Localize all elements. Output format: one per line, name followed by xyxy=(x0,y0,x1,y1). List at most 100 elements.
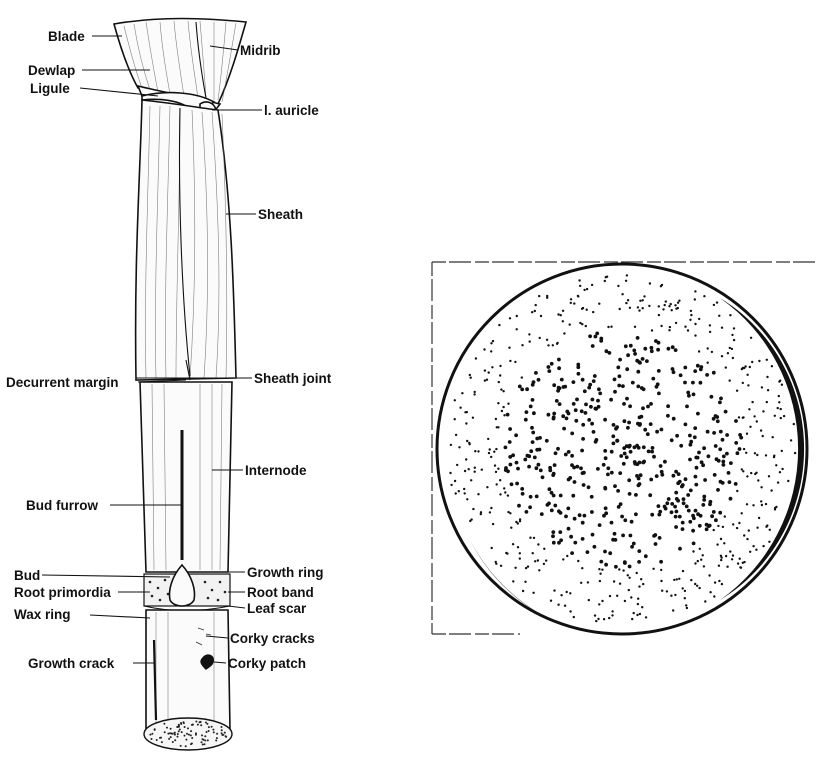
vascular-bundle-dot xyxy=(618,374,622,378)
vascular-bundle-dot xyxy=(739,558,741,560)
vascular-bundle-dot xyxy=(687,509,691,513)
vascular-bundle-dot xyxy=(671,309,673,311)
vascular-bundle-dot xyxy=(631,381,635,385)
cut-end-dot xyxy=(170,728,172,730)
vascular-bundle-dot xyxy=(748,408,750,410)
vascular-bundle-dot xyxy=(499,374,501,376)
vascular-bundle-dot xyxy=(540,512,544,516)
cut-end-dot xyxy=(166,727,168,729)
vascular-bundle-dot xyxy=(604,511,608,515)
vascular-bundle-dot xyxy=(603,486,607,490)
vascular-bundle-dot xyxy=(635,359,639,363)
vascular-bundle-dot xyxy=(694,509,698,513)
vascular-bundle-dot xyxy=(514,433,518,437)
vascular-bundle-dot xyxy=(588,334,592,338)
vascular-bundle-dot xyxy=(746,538,748,540)
vascular-bundle-dot xyxy=(583,289,585,291)
vascular-bundle-dot xyxy=(721,438,725,442)
vascular-bundle-dot xyxy=(642,307,644,309)
vascular-bundle-dot xyxy=(529,537,531,539)
vascular-bundle-dot xyxy=(674,525,678,529)
vascular-bundle-dot xyxy=(508,427,512,431)
label-wax-ring: Wax ring xyxy=(14,607,71,622)
vascular-bundle-dot xyxy=(573,480,577,484)
vascular-bundle-dot xyxy=(492,523,494,525)
vascular-bundle-dot xyxy=(599,580,601,582)
vascular-bundle-dot xyxy=(509,512,511,514)
vascular-bundle-dot xyxy=(455,434,457,436)
vascular-bundle-dot xyxy=(641,461,645,465)
vascular-bundle-dot xyxy=(561,414,565,418)
vascular-bundle-dot xyxy=(636,614,638,616)
vascular-bundle-dot xyxy=(621,534,625,538)
vascular-bundle-dot xyxy=(484,369,486,371)
vascular-bundle-dot xyxy=(775,506,777,508)
vascular-bundle-dot xyxy=(753,415,755,417)
vascular-bundle-dot xyxy=(654,542,658,546)
vascular-bundle-dot xyxy=(464,470,466,472)
vascular-bundle-dot xyxy=(613,580,615,582)
vascular-bundle-dot xyxy=(696,412,700,416)
vascular-bundle-dot xyxy=(566,591,568,593)
vascular-bundle-dot xyxy=(673,579,675,581)
vascular-bundle-dot xyxy=(622,446,626,450)
vascular-bundle-dot xyxy=(550,600,552,602)
vascular-bundle-dot xyxy=(604,456,608,460)
vascular-bundle-dot xyxy=(684,477,688,481)
vascular-bundle-dot xyxy=(489,448,491,450)
vascular-bundle-dot xyxy=(666,414,670,418)
vascular-bundle-dot xyxy=(665,501,669,505)
vascular-bundle-dot xyxy=(611,434,615,438)
vascular-bundle-dot xyxy=(474,467,476,469)
vascular-bundle-dot xyxy=(653,533,657,537)
vascular-bundle-dot xyxy=(632,349,636,353)
vascular-bundle-dot xyxy=(472,417,474,419)
vascular-bundle-dot xyxy=(474,450,476,452)
vascular-bundle-dot xyxy=(622,462,626,466)
cut-end-dot xyxy=(151,733,153,735)
vascular-bundle-dot xyxy=(504,468,508,472)
vascular-bundle-dot xyxy=(761,504,763,506)
vascular-bundle-dot xyxy=(651,446,655,450)
vascular-bundle-dot xyxy=(743,561,745,563)
vascular-bundle-dot xyxy=(642,583,644,585)
label-root-band: Root band xyxy=(247,585,314,600)
vascular-bundle-dot xyxy=(690,314,692,316)
vascular-bundle-dot xyxy=(648,305,650,307)
vascular-bundle-dot xyxy=(616,595,618,597)
vascular-bundle-dot xyxy=(752,545,754,547)
vascular-bundle-dot xyxy=(547,365,551,369)
vascular-bundle-dot xyxy=(683,366,687,370)
vascular-bundle-dot xyxy=(746,503,748,505)
cut-end-dot xyxy=(215,740,217,742)
vascular-bundle-dot xyxy=(728,480,732,484)
vascular-bundle-dot xyxy=(570,298,572,300)
vascular-bundle-dot xyxy=(726,566,728,568)
vascular-bundle-dot xyxy=(610,450,614,454)
vascular-bundle-dot xyxy=(780,408,782,410)
vascular-bundle-dot xyxy=(510,482,514,486)
vascular-bundle-dot xyxy=(642,445,646,449)
vascular-bundle-dot xyxy=(579,322,581,324)
cut-end-dot xyxy=(185,745,187,747)
vascular-bundle-dot xyxy=(766,401,768,403)
vascular-bundle-dot xyxy=(528,333,530,335)
vascular-bundle-dot xyxy=(666,404,670,408)
vascular-bundle-dot xyxy=(749,551,751,553)
vascular-bundle-dot xyxy=(615,439,619,443)
vascular-bundle-dot xyxy=(557,604,559,606)
vascular-bundle-dot xyxy=(529,340,531,342)
vascular-bundle-dot xyxy=(643,347,647,351)
vascular-bundle-dot xyxy=(499,365,501,367)
vascular-bundle-dot xyxy=(717,525,719,527)
label-auricle: l. auricle xyxy=(264,103,319,118)
vascular-bundle-dot xyxy=(507,403,509,405)
vascular-bundle-dot xyxy=(634,512,638,516)
vascular-bundle-dot xyxy=(637,549,641,553)
vascular-bundle-dot xyxy=(707,454,711,458)
vascular-bundle-dot xyxy=(781,450,783,452)
cut-end-dot xyxy=(195,732,197,734)
cut-end-dot xyxy=(221,732,223,734)
cut-end-dot xyxy=(167,733,169,735)
vascular-bundle-dot xyxy=(630,520,634,524)
